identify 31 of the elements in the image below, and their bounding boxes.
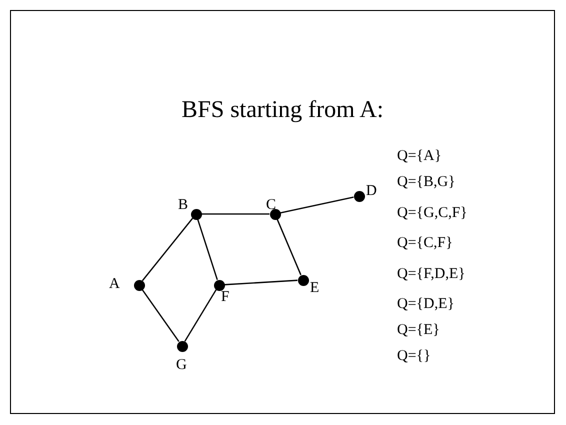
vertex-dot <box>270 208 280 220</box>
vertex-label: F <box>221 290 230 305</box>
vertex-dot <box>298 274 308 286</box>
vertex-label: G <box>176 358 187 373</box>
graph-edge <box>224 280 298 286</box>
vertex-label: B <box>178 198 188 213</box>
queue-state: Q={B,G} <box>397 175 456 190</box>
graph-edge <box>142 218 194 282</box>
graph-edge <box>142 289 180 342</box>
vertex-dot <box>214 280 224 290</box>
vertex-label: D <box>366 184 377 199</box>
vertex-dot <box>354 190 364 202</box>
queue-state: Q={E} <box>397 323 440 338</box>
queue-state: Q={G,C,F} <box>397 206 468 221</box>
queue-state: Q={D,E} <box>397 297 454 312</box>
graph-edge <box>197 219 218 280</box>
queue-state: Q={} <box>397 349 431 364</box>
graph-edge <box>276 218 302 276</box>
vertex-label: E <box>310 281 320 296</box>
graph-edge <box>202 213 270 215</box>
queue-state: Q={F,D,E} <box>397 267 466 282</box>
graph-edge <box>184 289 217 342</box>
queue-state: Q={C,F} <box>397 236 453 251</box>
slide-title: BFS starting from A: <box>180 97 385 124</box>
vertex-dot <box>176 340 188 352</box>
vertex-label: A <box>109 277 120 292</box>
vertex-dot <box>134 280 144 290</box>
queue-state: Q={A} <box>397 149 442 164</box>
vertex-dot <box>190 208 202 220</box>
graph-edge <box>280 196 354 214</box>
vertex-label: C <box>266 198 276 213</box>
